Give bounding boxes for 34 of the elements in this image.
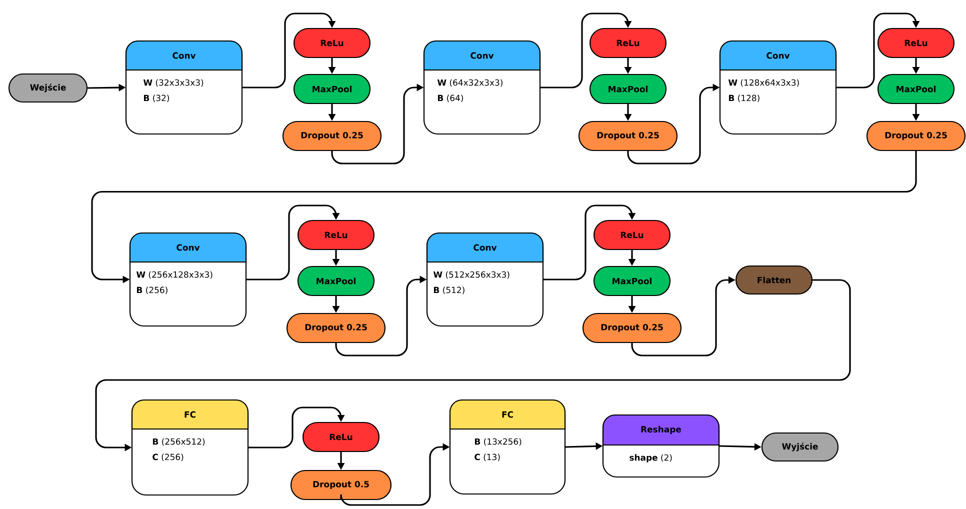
layer-block: Conv W (256x128x3x3) B (256) (129, 232, 247, 327)
layer-box: Dropout 0.25 (582, 312, 682, 344)
arrow (836, 12, 920, 88)
layer-box: Dropout 0.25 (578, 120, 678, 152)
arrow (246, 204, 340, 280)
layer-box: Wejście (8, 73, 88, 103)
layer-block: FC B (13x256) C (13) (449, 399, 566, 495)
layer-box: MaxPool (593, 266, 671, 296)
layer-box: Dropout 0.25 (866, 120, 966, 152)
layer-box: ReLu (877, 28, 955, 58)
layer-box: Flatten (735, 265, 813, 295)
arrow (540, 12, 632, 88)
layer-block: Conv W (512x256x3x3) B (512) (426, 232, 544, 327)
layer-box: ReLu (589, 28, 667, 58)
layer-box: ReLu (293, 28, 371, 58)
layer-box: Dropout 0.25 (282, 120, 382, 152)
layer-box: ReLu (297, 220, 375, 250)
layer-block: FC B (256x512) C (256) (131, 399, 249, 496)
layer-box: MaxPool (589, 74, 667, 104)
arrow (248, 406, 345, 448)
layer-block: Conv W (128x64x3x3) B (128) (719, 40, 837, 135)
layer-box: MaxPool (297, 266, 375, 296)
layer-box: MaxPool (293, 74, 371, 104)
layer-box: Dropout 0.5 (290, 470, 392, 500)
layer-box: MaxPool (877, 74, 955, 104)
layer-block: Reshape shape (2) (602, 414, 720, 478)
layer-box: Wyjście (761, 432, 839, 462)
layer-block: Conv W (32x3x3x3) B (32) (125, 40, 243, 135)
arrow (543, 204, 636, 280)
layer-block: Conv W (64x32x3x3) B (64) (423, 40, 541, 135)
layer-box: ReLu (593, 220, 671, 250)
layer-box: Dropout 0.25 (286, 312, 386, 344)
arrow (242, 12, 336, 88)
layer-box: ReLu (302, 422, 380, 452)
